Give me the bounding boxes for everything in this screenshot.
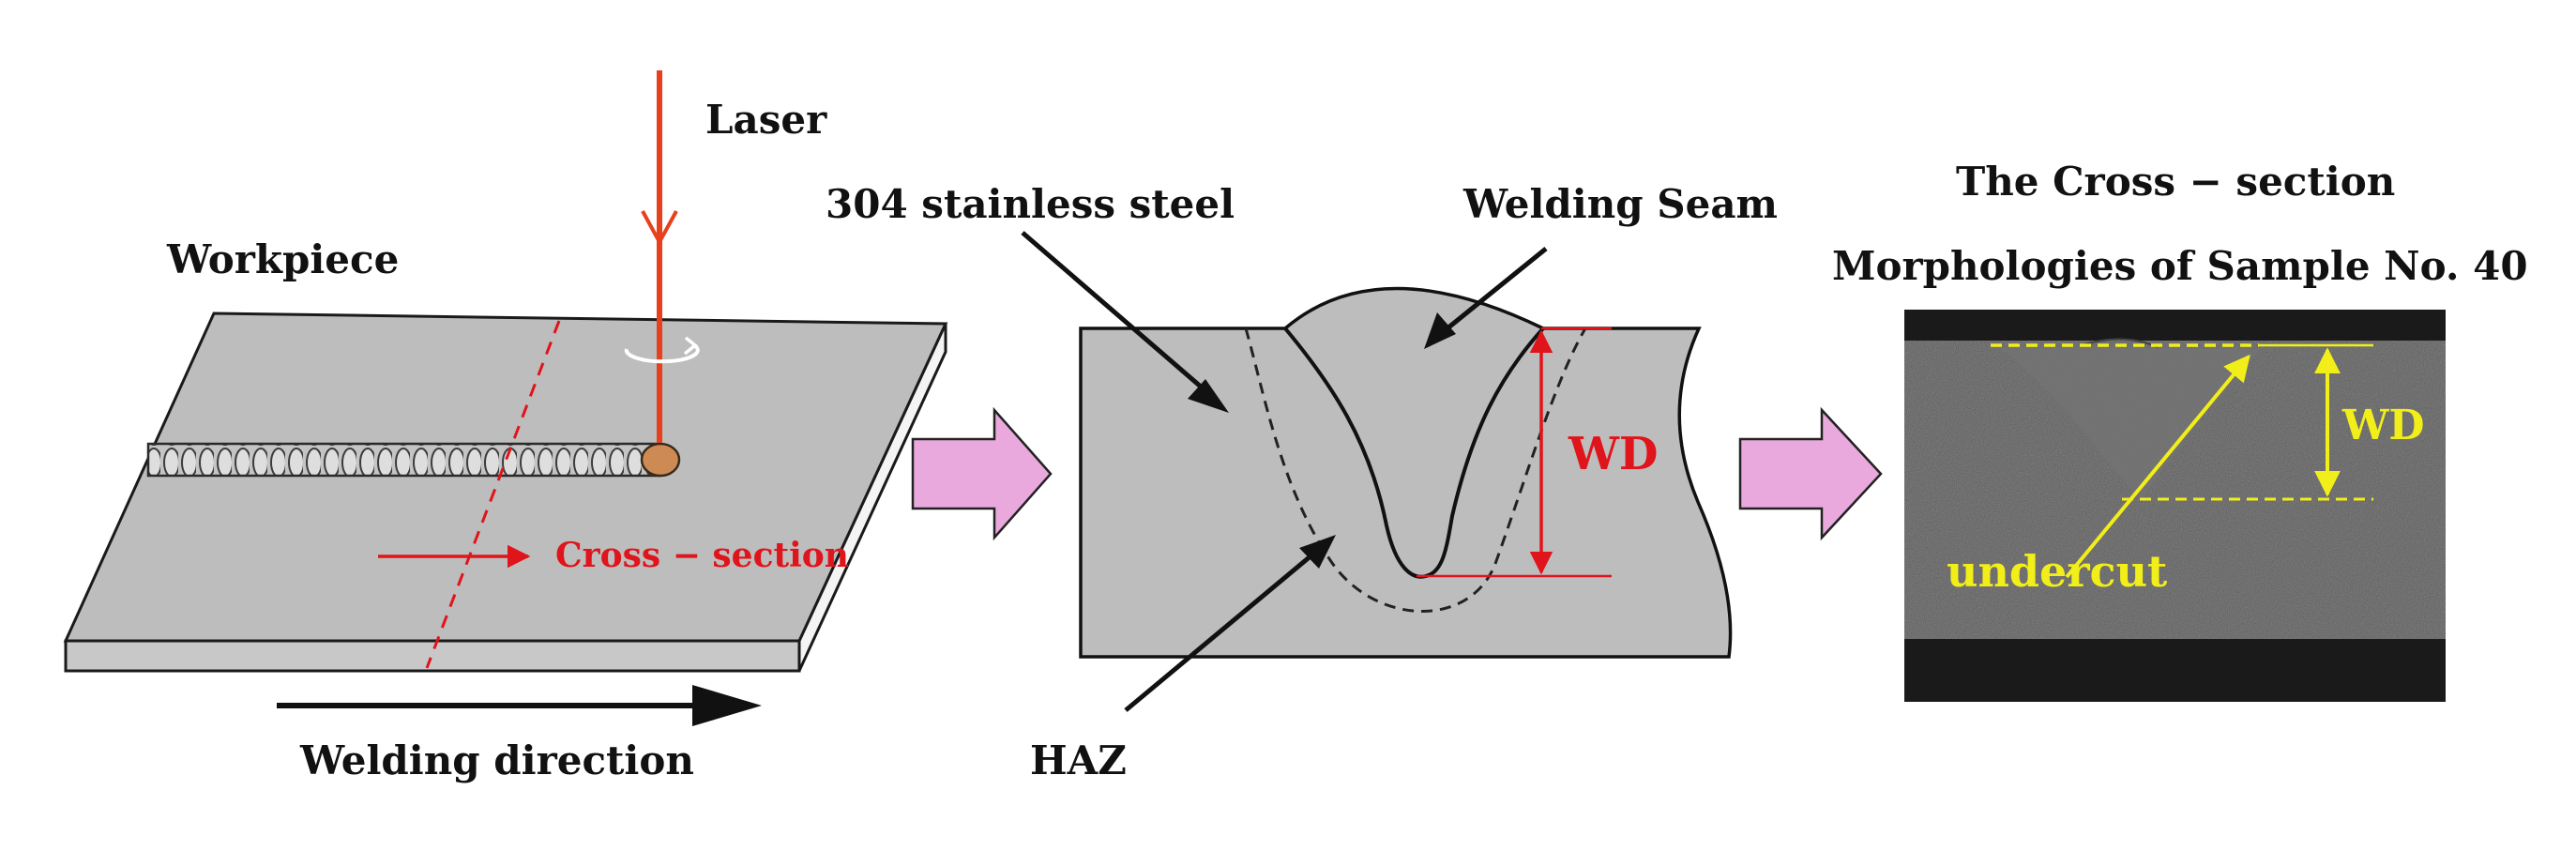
flow-arrow-1 [911, 406, 1053, 541]
laser-label: Laser [705, 97, 827, 143]
photo-title-line2: Morphologies of Sample No. 40 [1832, 243, 2528, 289]
photo-title-line1: The Cross − section [1956, 159, 2395, 205]
wd-photo-label: WD [2341, 402, 2425, 449]
material-leader [1021, 231, 1217, 401]
workpiece-plate [63, 312, 948, 643]
cross-section-label: Cross − section [555, 536, 849, 575]
cross-section-schematic: 304 stainless steel Welding Seam WD HAZ [826, 181, 1778, 783]
workpiece-panel: Laser Workpiece Cross − section Welding … [63, 70, 948, 783]
flow-arrow-2 [1738, 406, 1883, 541]
haz-leader [1124, 544, 1325, 712]
micrograph-weld-zone [1998, 347, 2261, 502]
welding-seam-label: Welding Seam [1462, 181, 1778, 227]
haz-label: HAZ [1030, 737, 1127, 783]
base-metal-block [1079, 286, 1733, 659]
micrograph-panel: The Cross − section Morphologies of Samp… [1832, 159, 2528, 702]
plate-side-face [64, 639, 801, 673]
welding-direction-label: Welding direction [299, 737, 694, 783]
wd-label: WD [1568, 428, 1659, 480]
weld-pool [640, 442, 681, 478]
undercut-label: undercut [1947, 546, 2168, 597]
material-label: 304 stainless steel [826, 181, 1235, 227]
rotation-icon [624, 343, 700, 364]
seam-leader [1436, 247, 1548, 338]
workpiece-label: Workpiece [166, 236, 399, 282]
cross-section-plane [425, 320, 561, 669]
undercut-arrow [2065, 354, 2250, 579]
weld-bead [146, 442, 662, 478]
laser-arrowhead [641, 210, 678, 247]
